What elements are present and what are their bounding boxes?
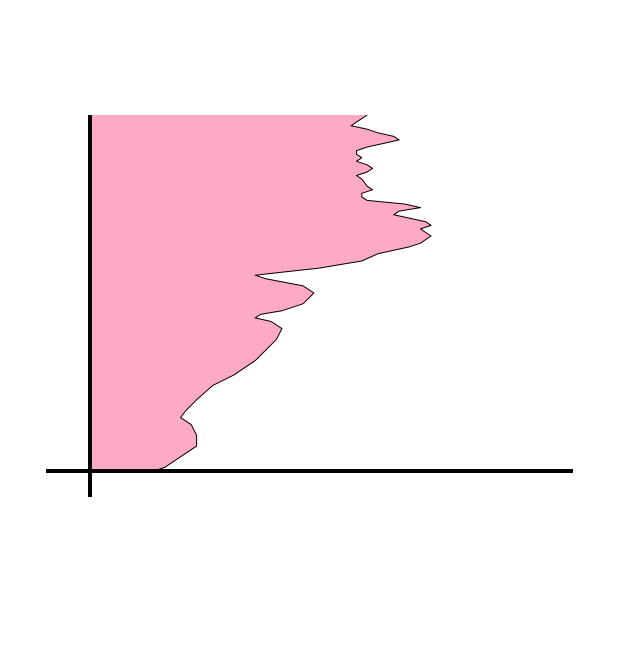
area-fill: [90, 115, 432, 471]
area-outline: [153, 114, 432, 472]
